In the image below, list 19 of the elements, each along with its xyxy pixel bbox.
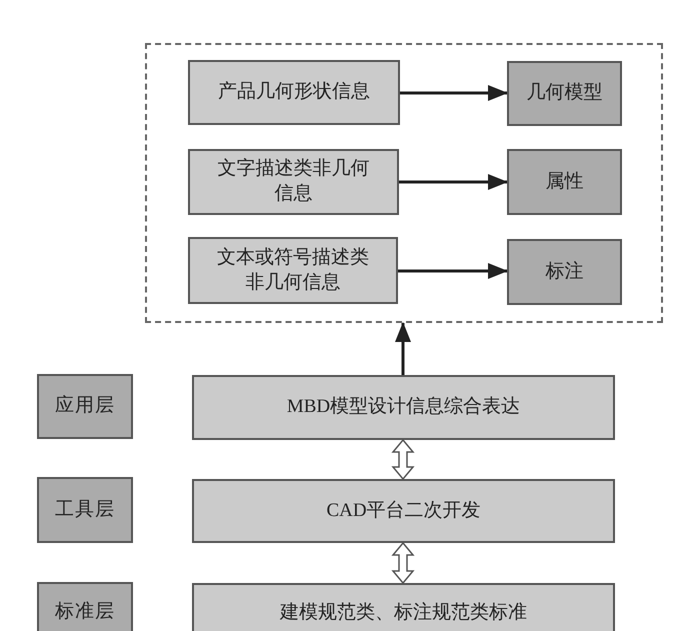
result-box: 几何模型	[507, 61, 622, 126]
arrow	[395, 322, 411, 375]
double-arrow	[391, 438, 415, 480]
layer-box: 工具层	[37, 477, 133, 543]
process-box: MBD模型设计信息综合表达	[192, 375, 615, 440]
process-box: 产品几何形状信息	[188, 60, 400, 125]
process-box: 文字描述类非几何信息	[188, 149, 399, 215]
double-arrow	[391, 542, 415, 584]
layer-box: 标准层	[37, 582, 133, 631]
arrow	[398, 263, 508, 279]
arrow	[399, 174, 508, 190]
result-box: 标注	[507, 239, 622, 305]
dashed-group-box	[145, 43, 663, 323]
process-box: 文本或符号描述类非几何信息	[188, 237, 398, 304]
result-box: 属性	[507, 149, 622, 215]
process-box: CAD平台二次开发	[192, 479, 615, 543]
arrow	[400, 85, 508, 101]
layer-box: 应用层	[37, 374, 133, 439]
process-box: 建模规范类、标注规范类标准	[192, 583, 615, 631]
